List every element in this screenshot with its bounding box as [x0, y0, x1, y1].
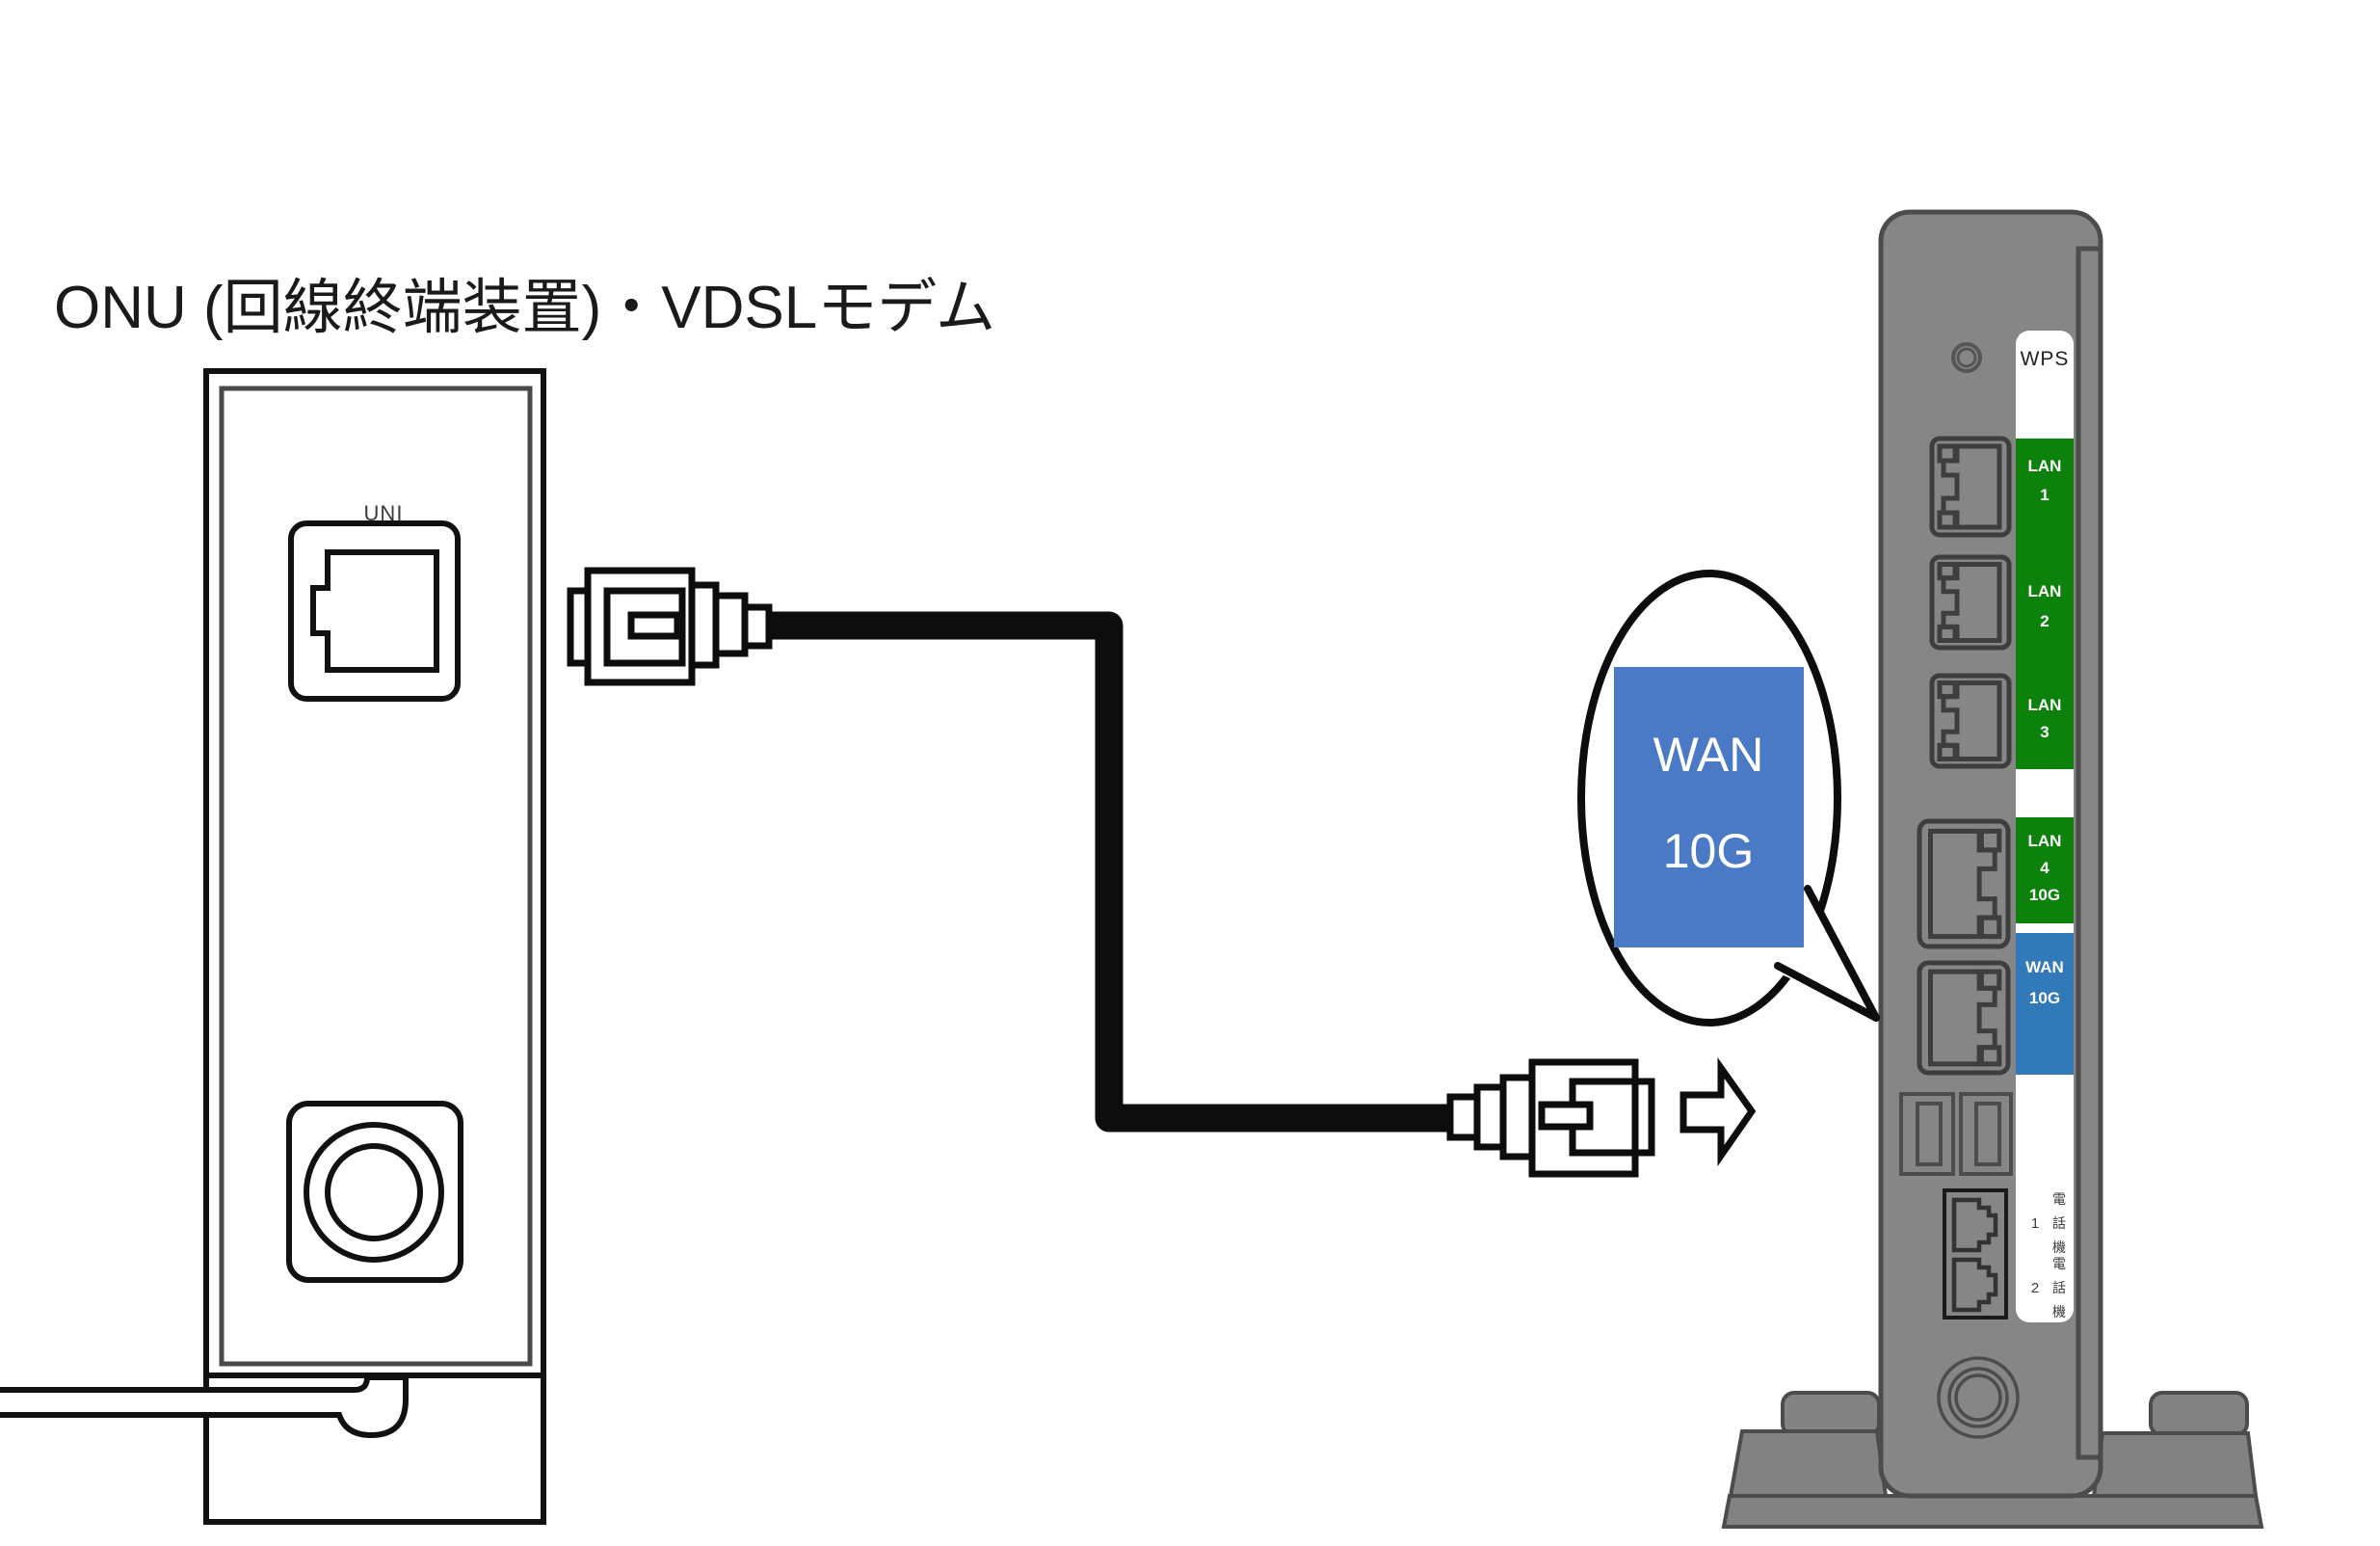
phone-jack-block [1943, 1188, 2008, 1319]
phone2-label: 2 電 話 機 [2031, 1256, 2066, 1319]
lan123-green-band [2016, 439, 2074, 769]
lan1-number: 1 [2040, 486, 2049, 504]
lan3-label: LAN [2028, 696, 2062, 714]
lan4-label: LAN [2028, 832, 2062, 850]
svg-text:1: 1 [2031, 1215, 2039, 1232]
rj45-plug-left-icon [567, 567, 773, 686]
port-label-strip: WPS LAN 1 LAN 2 LAN 3 LAN 4 10G WAN 10G … [2016, 331, 2074, 1322]
stand-base-plate [1721, 1494, 2264, 1529]
wan-speed: 10G [2029, 989, 2060, 1007]
onu-cord [0, 1374, 409, 1439]
wan-blue-band [2016, 933, 2074, 1075]
wan-callout-balloon: WAN 10G [1577, 570, 1880, 1026]
lan4-number: 4 [2040, 859, 2049, 877]
svg-text:機: 機 [2052, 1239, 2066, 1255]
svg-text:話: 話 [2052, 1215, 2066, 1231]
stand-left-clip [1728, 1429, 1889, 1498]
stand-right-tab [2149, 1391, 2249, 1437]
router-side-edge [2076, 246, 2101, 1460]
ethernet-cable [567, 567, 1757, 1178]
onu-device: UNI [0, 368, 546, 1525]
router-device: WPS LAN 1 LAN 2 LAN 3 LAN 4 10G WAN 10G … [1878, 209, 2103, 1499]
svg-text:話: 話 [2052, 1280, 2066, 1295]
svg-text:2: 2 [2031, 1280, 2039, 1296]
uni-port [288, 520, 461, 702]
lan1-label: LAN [2028, 457, 2062, 475]
balloon-wan-text: WAN [1653, 728, 1764, 782]
router-stand [1721, 1391, 2264, 1529]
wps-button [1951, 342, 1982, 373]
cable-line [771, 611, 1453, 1133]
usb-slot-2 [1959, 1092, 2013, 1176]
svg-text:機: 機 [2052, 1304, 2066, 1319]
stand-right-clip [2091, 1431, 2259, 1498]
wps-label: WPS [2021, 348, 2070, 370]
svg-text:電: 電 [2052, 1256, 2066, 1271]
rj45-plug-right-icon [1446, 1058, 1655, 1178]
optical-connector [286, 1101, 463, 1283]
lan4-speed: 10G [2029, 886, 2060, 904]
wan-label: WAN [2025, 958, 2064, 976]
usb-slot-1 [1899, 1092, 1955, 1176]
balloon-10g-text: 10G [1663, 824, 1755, 878]
lan2-number: 2 [2040, 612, 2049, 630]
svg-text:電: 電 [2052, 1191, 2066, 1207]
lan3-number: 3 [2040, 723, 2049, 741]
diagram-title: ONU (回線終端装置)・VDSLモデム [54, 275, 995, 341]
lan2-label: LAN [2028, 582, 2062, 600]
phone1-label: 1 電 話 機 [2031, 1191, 2066, 1255]
balloon-blue-card [1614, 667, 1804, 947]
lan4-green-band [2016, 817, 2074, 923]
router-bottom-rings [1937, 1356, 2020, 1439]
stand-left-tab [1781, 1391, 1881, 1437]
arrow-right-icon [1679, 1057, 1757, 1167]
